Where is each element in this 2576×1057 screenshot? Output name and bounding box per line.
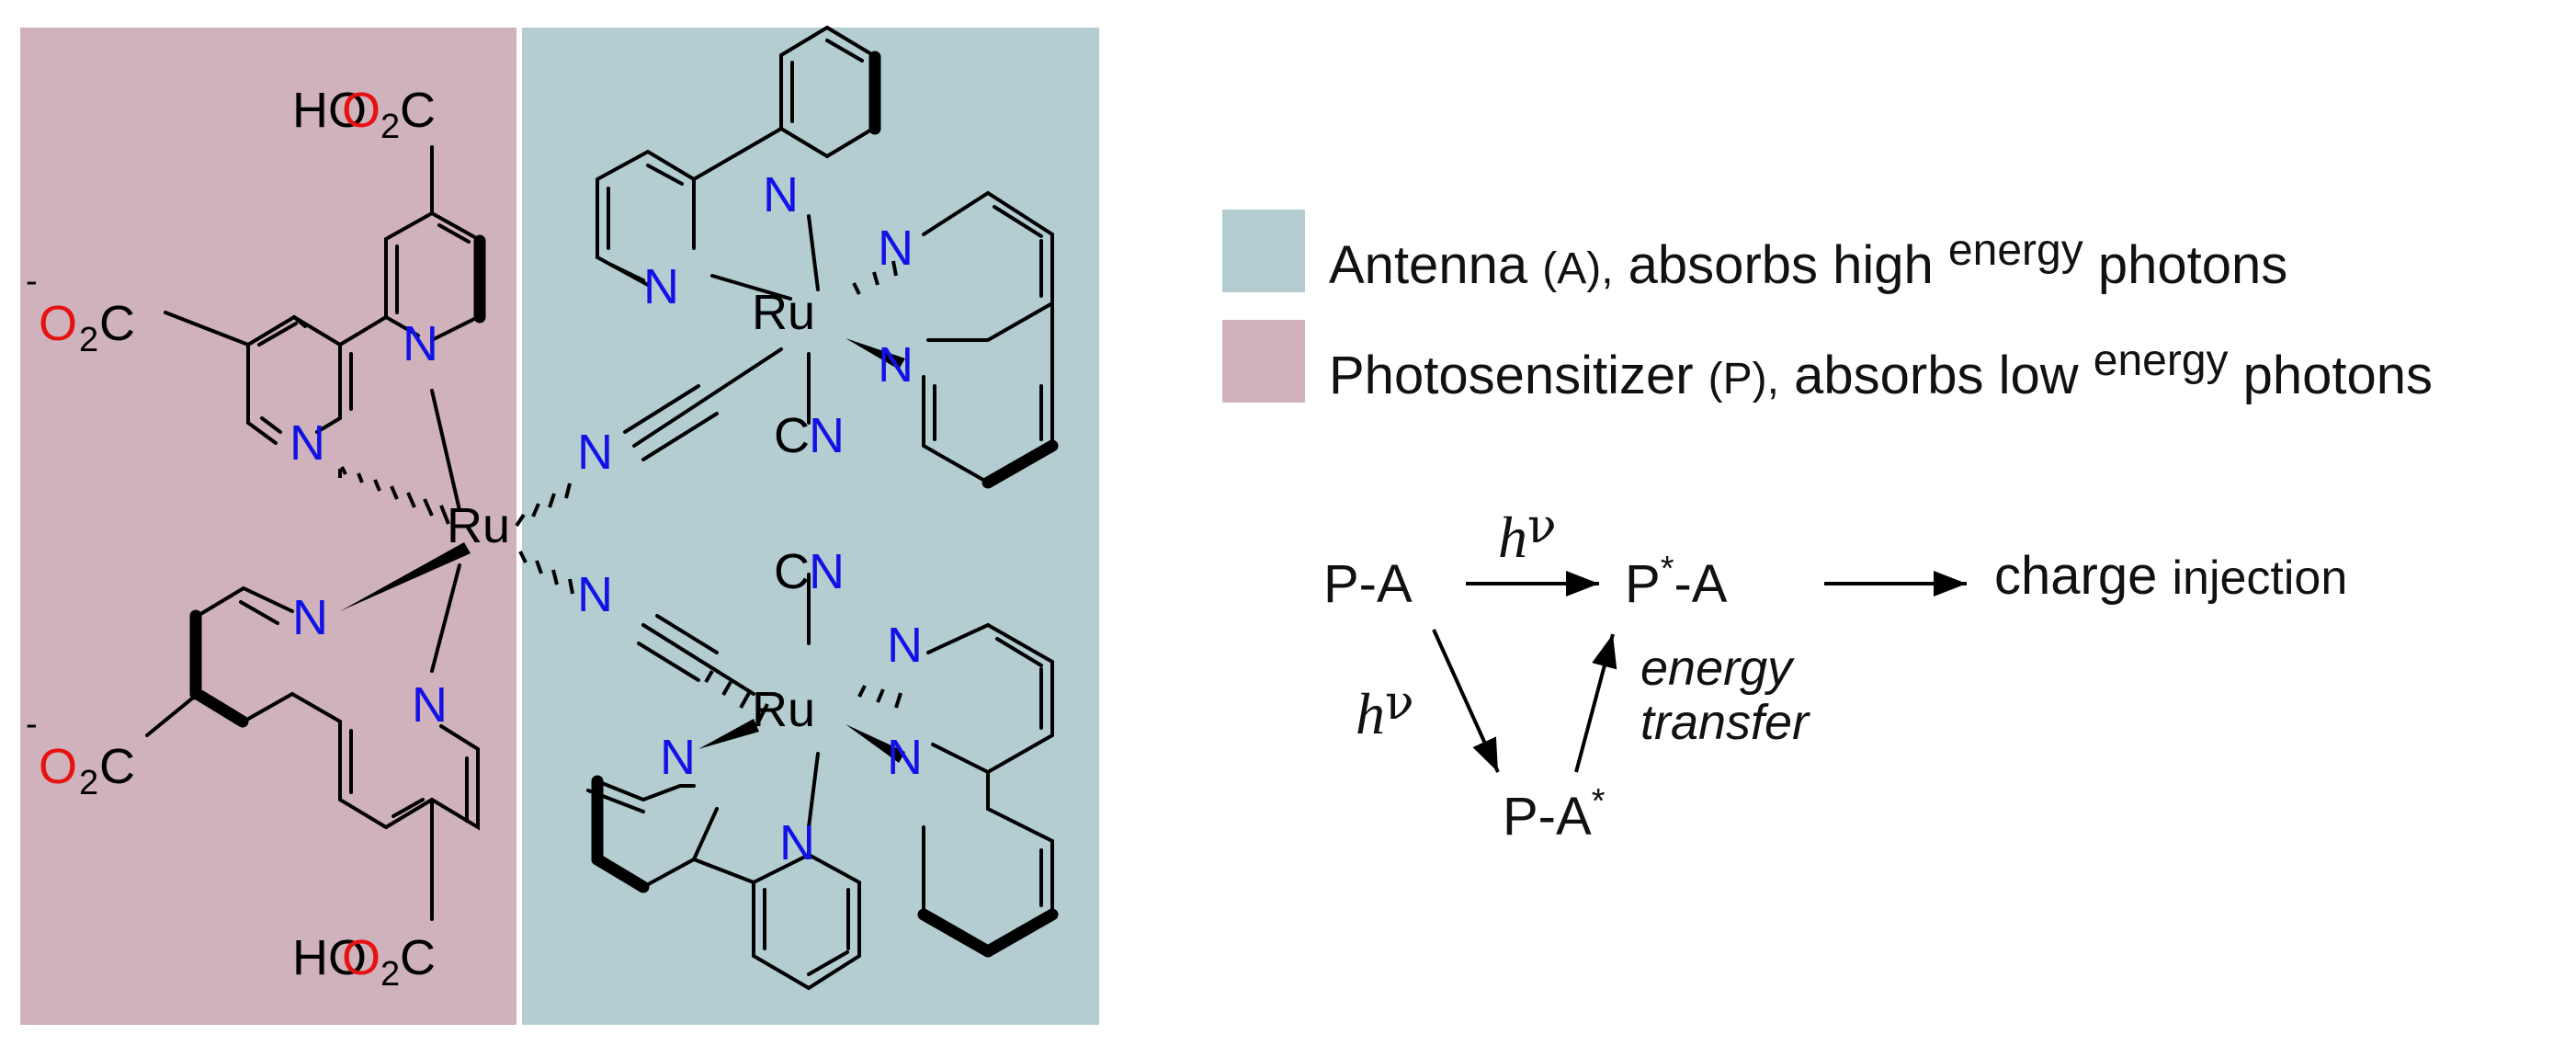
antenna-panel — [522, 28, 1099, 1025]
antenna-swatch — [1222, 210, 1305, 292]
atom-label-c: C — [774, 408, 810, 463]
arrow-antenna-absorption — [1432, 629, 1500, 773]
atom-label-ru: Ru — [447, 498, 510, 553]
atom-label-n: N — [887, 730, 923, 785]
atom-label-n: N — [289, 415, 325, 471]
scheme-hv-lower: hν — [1356, 676, 1414, 746]
atom-label-c: C — [400, 930, 436, 985]
atom-label-n: N — [403, 316, 438, 371]
atom-label-n: N — [887, 618, 923, 673]
legend-antenna-text: Antenna (A), absorbs high energy photons — [1329, 226, 2288, 295]
atom-label-ru: Ru — [752, 285, 815, 340]
legend-photosensitizer: Photosensitizer (P), absorbs low energy … — [1222, 320, 2433, 403]
photosensitizer-swatch — [1222, 320, 1305, 403]
scheme-excited-antenna: P-A* — [1503, 782, 1606, 847]
atom-label-subscript: 2 — [79, 321, 98, 359]
atom-label-n: N — [412, 677, 448, 733]
atom-label-c: C — [99, 296, 135, 351]
atom-label-c: C — [99, 739, 135, 794]
scheme-hv-top: hν — [1498, 499, 1557, 570]
atom-label-subscript: 2 — [380, 955, 400, 994]
atom-label-n: N — [809, 544, 845, 599]
atom-label-subscript: 2 — [380, 108, 400, 146]
atom-label-subscript: 2 — [79, 764, 98, 802]
upper-dcbpy-ligand — [164, 145, 486, 445]
lower-dcbpy-ligand — [145, 585, 480, 921]
charge-label: - — [26, 705, 38, 744]
scheme-start: P-A — [1323, 554, 1413, 614]
atom-label-n: N — [809, 408, 845, 463]
atom-label-ru: Ru — [752, 682, 815, 737]
atom-label-n: N — [763, 167, 799, 222]
scheme-result: charge injection — [1994, 546, 2348, 606]
atom-label-o: O — [39, 296, 77, 351]
upper-ru-center — [596, 25, 1059, 489]
scheme-excited-p: P*-A — [1625, 550, 1728, 614]
charge-label: - — [26, 262, 38, 301]
atom-label-h: HO — [292, 930, 367, 985]
legend-antenna: Antenna (A), absorbs high energy photons — [1222, 210, 2287, 292]
legend-photosensitizer-text: Photosensitizer (P), absorbs low energy … — [1329, 336, 2434, 405]
atom-label-c: C — [400, 83, 436, 138]
atom-label-c: C — [774, 544, 810, 599]
atom-label-n: N — [292, 590, 328, 645]
atom-label-h: HO — [292, 83, 367, 138]
atom-label-o: O — [39, 739, 77, 794]
atom-label-n: N — [577, 425, 613, 480]
atom-label-n: N — [643, 259, 679, 314]
atom-label-n: N — [660, 730, 696, 785]
atom-label-n: N — [577, 567, 613, 622]
scheme-energy-transfer-label: energy transfer — [1640, 641, 1810, 751]
atom-labels: HO O 2 C - O 2 C - O 2 C HO O 2 C N N N … — [26, 83, 923, 994]
atom-label-o: O — [342, 930, 380, 985]
central-ru-bonds — [338, 389, 574, 673]
atom-label-n: N — [878, 337, 914, 392]
lower-ru-center — [586, 573, 1059, 991]
atom-label-n: N — [779, 815, 815, 870]
atom-label-n: N — [878, 221, 914, 276]
atom-label-o: O — [342, 83, 380, 138]
arrow-energy-transfer — [1574, 633, 1617, 773]
